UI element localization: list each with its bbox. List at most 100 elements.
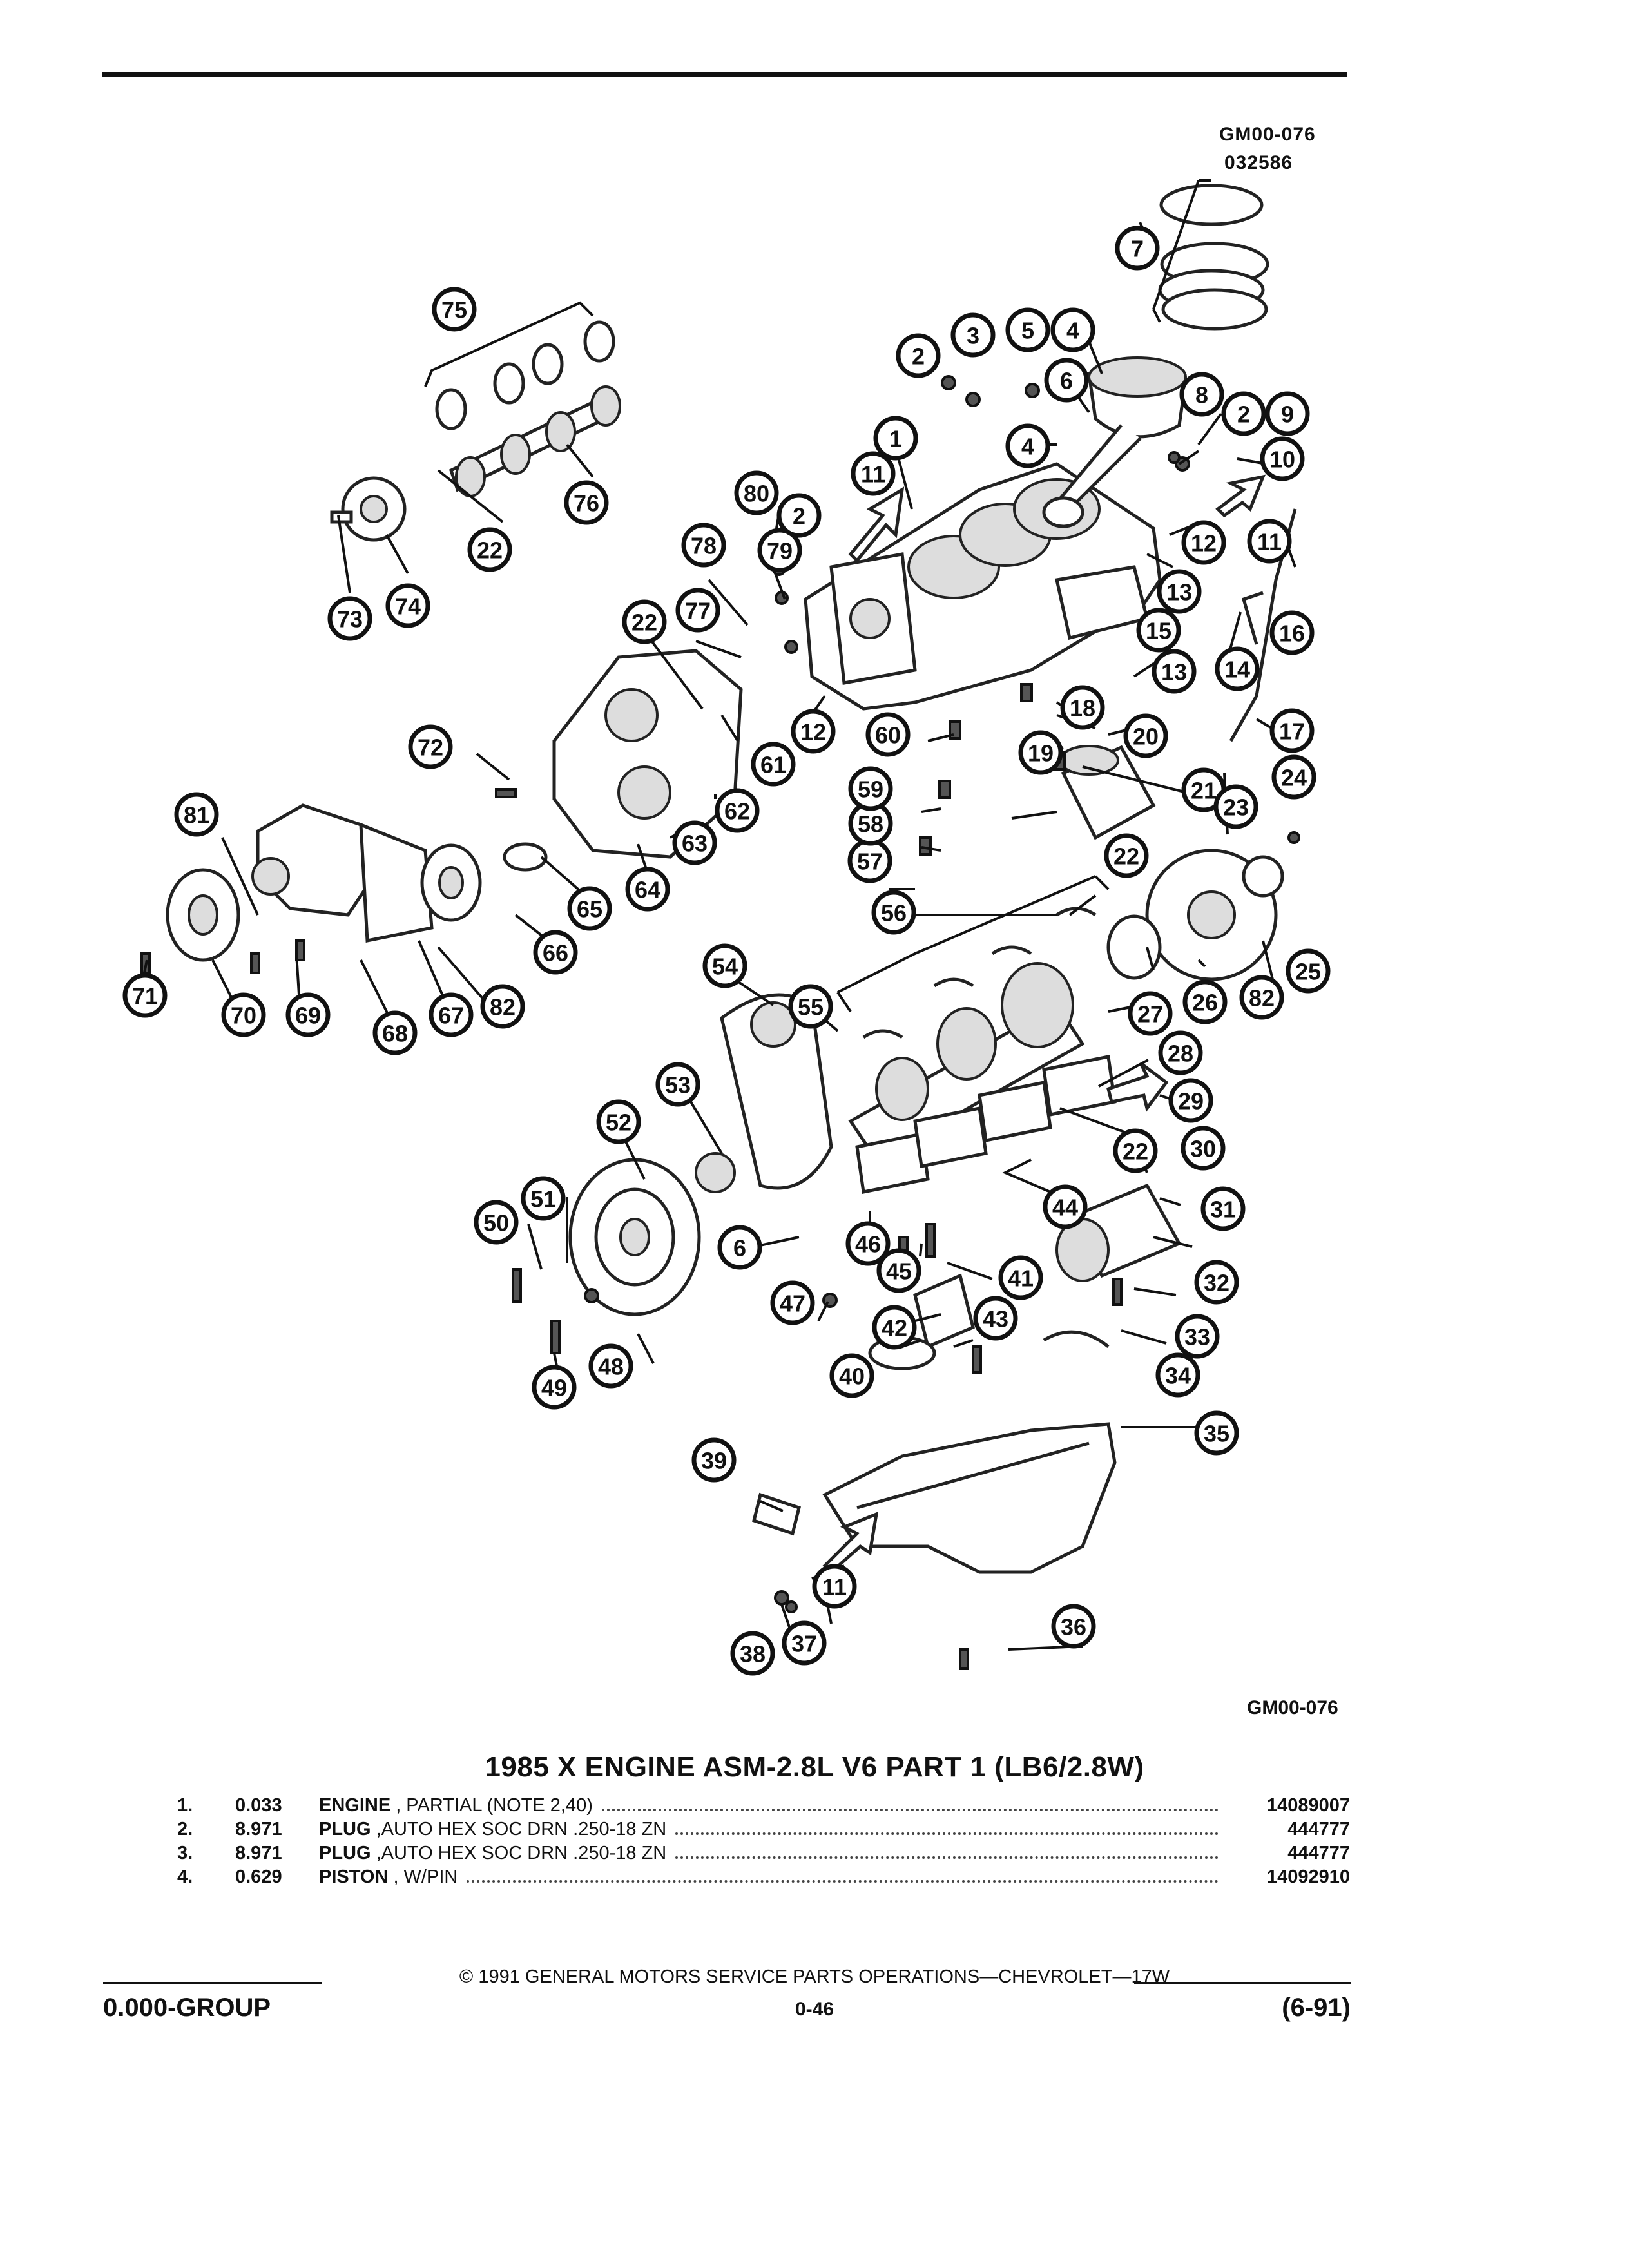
callout-circle (845, 1221, 891, 1266)
callout-circle (533, 930, 578, 975)
callout-34: 34 (1155, 1352, 1200, 1398)
flywheel (1106, 849, 1284, 981)
callout-circle (1051, 1604, 1096, 1649)
callout-38: 38 (730, 1631, 775, 1676)
cam-sprocket (330, 476, 407, 542)
dot-leader (675, 1856, 1219, 1859)
callout-number: 46 (855, 1231, 881, 1258)
callout-number: 13 (1161, 659, 1187, 686)
callout-number: 27 (1137, 1001, 1163, 1028)
callout-number: 52 (606, 1110, 631, 1136)
callout-number: 29 (1178, 1088, 1204, 1115)
callout-number: 4 (1021, 434, 1034, 460)
callout-28: 28 (1158, 1030, 1203, 1075)
callout-11: 11 (812, 1564, 857, 1609)
callout-number: 1 (889, 426, 902, 452)
callout-33: 33 (1175, 1314, 1220, 1359)
dot-leader (601, 1809, 1219, 1811)
page-number: 0-46 (795, 1999, 834, 2020)
callout-52: 52 (596, 1099, 641, 1144)
timing-chain (695, 993, 833, 1193)
callout-78: 78 (681, 523, 726, 568)
callout-number: 80 (744, 481, 769, 507)
callout-27: 27 (1128, 991, 1173, 1036)
callout-5: 5 (1005, 307, 1050, 352)
callout-number: 17 (1279, 718, 1305, 745)
callout-number: 82 (1249, 985, 1275, 1012)
callout-number: 14 (1224, 657, 1250, 683)
footer-rule-left (103, 1982, 322, 1984)
callout-number: 10 (1269, 447, 1295, 473)
callout-circle (1115, 226, 1160, 271)
callout-circle (1005, 307, 1050, 352)
parts-list: 1. 0.033 ENGINE , PARTIAL (NOTE 2,40) 14… (177, 1795, 1350, 1890)
piston (1042, 356, 1188, 528)
callout-75: 75 (432, 287, 477, 332)
crankshaft-pulley (166, 842, 548, 962)
item-number: 1. (177, 1795, 193, 1816)
callout-number: 54 (712, 954, 738, 980)
callout-circle (681, 523, 726, 568)
callout-number: 36 (1061, 1614, 1086, 1640)
callout-number: 31 (1210, 1196, 1236, 1223)
callout-circle (1200, 1186, 1246, 1231)
top-rule (102, 72, 1347, 77)
callout-number: 37 (791, 1631, 817, 1657)
oil-filter (1059, 745, 1156, 840)
item-quantity: 0.033 (235, 1795, 282, 1816)
callout-circle (1182, 979, 1228, 1024)
callout-number: 53 (665, 1072, 691, 1099)
callout-74: 74 (385, 583, 430, 628)
callout-number: 6 (733, 1235, 746, 1262)
callout-number: 74 (395, 593, 421, 620)
footer-rule-right (1134, 1982, 1351, 1984)
item-description: , W/PIN (393, 1867, 458, 1887)
callout-circle (1043, 1184, 1088, 1229)
callout-number: 51 (530, 1186, 556, 1213)
callout-77: 77 (675, 588, 720, 633)
callout-44: 44 (1043, 1184, 1088, 1229)
item-part-number: 444777 (1287, 1819, 1350, 1840)
callout-42: 42 (872, 1305, 917, 1350)
dot-leader (675, 1832, 1219, 1835)
callout-15: 15 (1136, 608, 1181, 653)
callout-number: 60 (875, 722, 901, 749)
callout-36: 36 (1051, 1604, 1096, 1649)
callout-number: 3 (967, 323, 979, 349)
callout-13: 13 (1152, 649, 1197, 694)
callout-circle (474, 1200, 519, 1245)
callout-number: 28 (1168, 1041, 1193, 1067)
callout-circle (1158, 1030, 1203, 1075)
callout-circle (1265, 391, 1310, 436)
callout-circle (1271, 754, 1316, 800)
callout-26: 26 (1182, 979, 1228, 1024)
callout-number: 58 (858, 811, 883, 838)
callout-50: 50 (474, 1200, 519, 1245)
callout-circle (1050, 307, 1095, 352)
callout-80: 80 (734, 470, 779, 515)
callout-number: 11 (861, 461, 885, 488)
callout-circle (1239, 975, 1284, 1020)
item-number: 2. (177, 1819, 193, 1840)
callout-circle (588, 1343, 633, 1389)
revision-date: (6-91) (1282, 1994, 1351, 2022)
callout-number: 47 (780, 1291, 805, 1317)
callout-number: 73 (337, 606, 363, 633)
item-name: ENGINE (319, 1795, 391, 1816)
callout-circle (1181, 1126, 1226, 1171)
callout-circle (480, 984, 525, 1029)
bearing-caps (855, 1055, 1117, 1194)
callout-circle (998, 1255, 1043, 1300)
callout-45: 45 (876, 1248, 921, 1293)
callout-circle (812, 1564, 857, 1609)
callout-2: 2 (1221, 391, 1266, 436)
callout-number: 55 (798, 994, 824, 1021)
callout-70: 70 (221, 992, 266, 1037)
callout-circle (385, 583, 430, 628)
callout-circle (521, 1176, 566, 1221)
callout-6: 6 (717, 1225, 762, 1270)
callout-48: 48 (588, 1343, 633, 1389)
callout-32: 32 (1194, 1260, 1239, 1305)
callout-circle (1128, 991, 1173, 1036)
